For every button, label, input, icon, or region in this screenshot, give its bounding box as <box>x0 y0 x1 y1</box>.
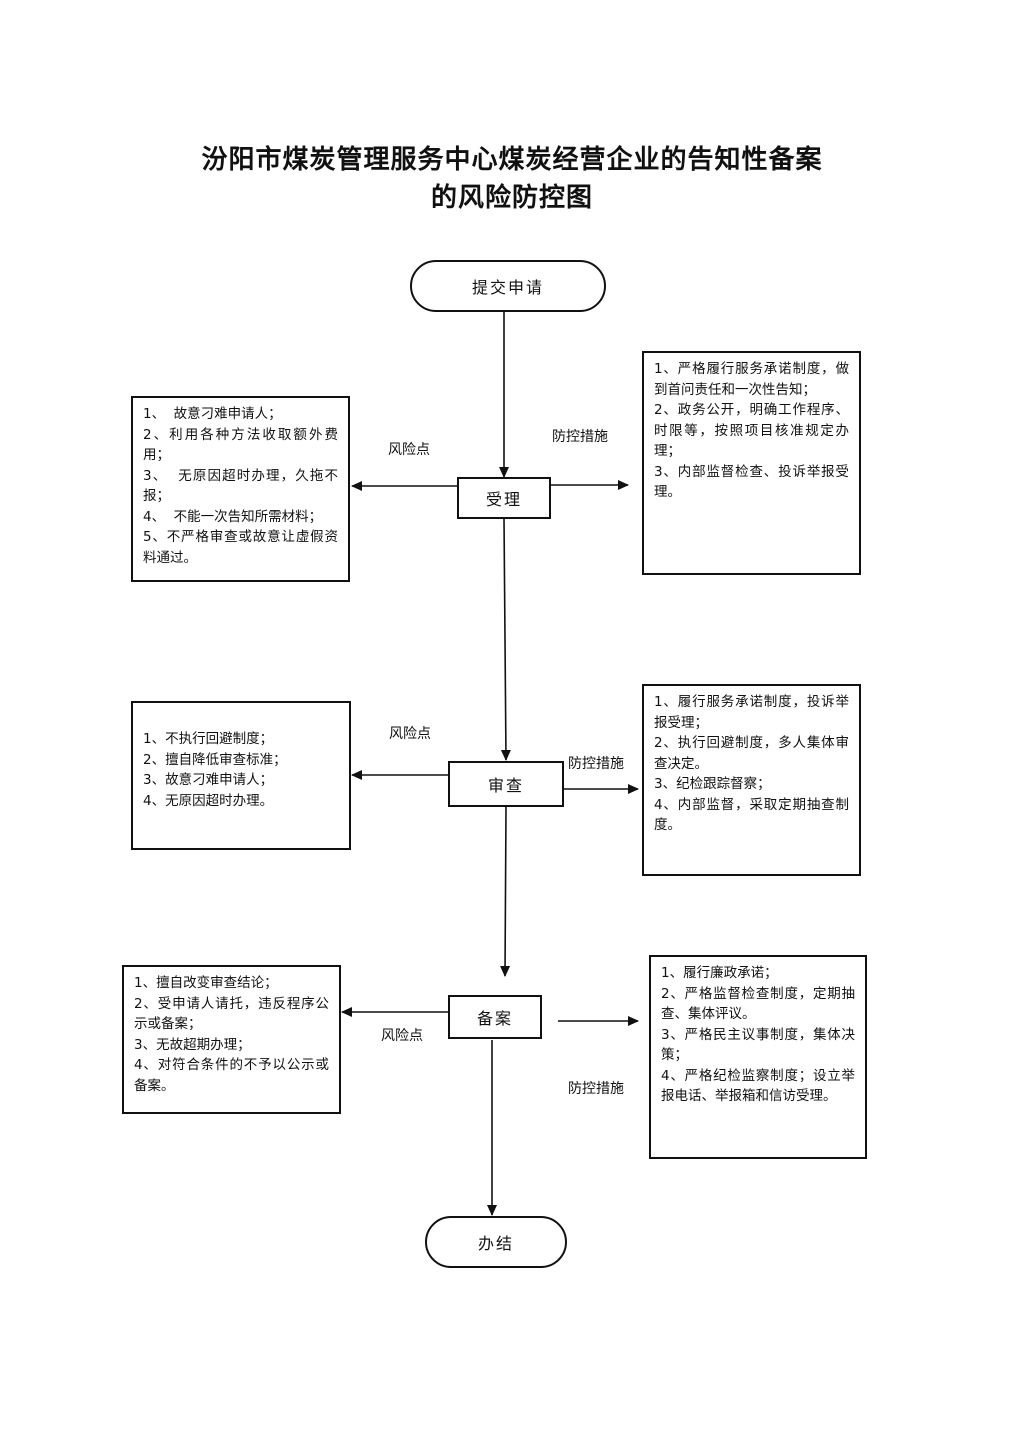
record-risk-item: 3、无故超期办理； <box>134 1036 251 1053</box>
review-control-item: 1、履行服务承诺制度，投诉举报受理； <box>654 694 849 731</box>
finish-node-label: 办结 <box>477 1234 514 1253</box>
review-risk-label: 风险点 <box>389 726 431 742</box>
review-risk-item: 4、无原因超时办理。 <box>143 792 274 809</box>
accept-risk-item: 3、 无原因超时办理，久拖不报； <box>143 467 338 505</box>
accept-node: 受理 <box>457 477 551 519</box>
review-risk-box: 1、不执行回避制度； 2、擅自降低审查标准； 3、故意刁难申请人； 4、无原因超… <box>131 701 351 850</box>
record-node-label: 备案 <box>476 1009 513 1028</box>
record-risk-item: 4、对符合条件的不予以公示或备案。 <box>134 1057 329 1094</box>
accept-control-item: 2、政务公开，明确工作程序、时限等，按照项目核准规定办理； <box>654 402 849 459</box>
accept-control-label: 防控措施 <box>552 429 608 445</box>
record-risk-item: 2、受申请人请托，违反程序公示或备案； <box>134 995 329 1033</box>
record-control-label: 防控措施 <box>568 1081 624 1097</box>
accept-control-item: 3、内部监督检查、投诉举报受理。 <box>654 463 849 501</box>
review-node-label: 审查 <box>487 776 524 795</box>
accept-risk-box: 1、 故意刁难申请人； 2、利用各种方法收取额外费用； 3、 无原因超时办理，久… <box>131 396 350 582</box>
review-control-item: 4、内部监督，采取定期抽查制度。 <box>654 796 849 834</box>
record-node: 备案 <box>448 995 542 1039</box>
finish-node: 办结 <box>425 1216 567 1268</box>
accept-node-label: 受理 <box>485 490 522 509</box>
record-control-item: 3、严格民主议事制度，集体决策； <box>661 1026 855 1064</box>
accept-control-box: 1、严格履行服务承诺制度，做到首问责任和一次性告知； 2、政务公开，明确工作程序… <box>642 351 861 575</box>
review-control-item: 2、执行回避制度，多人集体审查决定。 <box>654 735 849 772</box>
record-control-item: 4、严格纪检监察制度；设立举报电话、举报箱和信访受理。 <box>661 1067 855 1105</box>
record-control-item: 1、履行廉政承诺； <box>661 965 778 981</box>
accept-risk-item: 4、 不能一次告知所需材料； <box>143 508 323 525</box>
page-subtitle: 的风险防控图 <box>430 183 593 213</box>
record-control-item: 2、严格监督检查制度，定期抽查、集体评议。 <box>661 985 855 1023</box>
review-control-item: 3、纪检跟踪督察； <box>654 776 771 792</box>
start-node: 提交申请 <box>410 260 606 312</box>
review-risk-item: 3、故意刁难申请人； <box>143 772 274 788</box>
arrow-review-to-record <box>500 806 511 977</box>
accept-control-item: 1、严格履行服务承诺制度，做到首问责任和一次性告知； <box>654 361 849 398</box>
accept-risk-item: 5、不严格审查或故意让虚假资料通过。 <box>143 529 338 566</box>
arrow-accept-to-review <box>500 517 511 761</box>
start-node-label: 提交申请 <box>471 278 544 297</box>
accept-risk-item: 2、利用各种方法收取额外费用； <box>143 426 338 464</box>
accept-risk-label: 风险点 <box>388 442 430 458</box>
record-control-box: 1、履行廉政承诺； 2、严格监督检查制度，定期抽查、集体评议。 3、严格民主议事… <box>649 955 867 1159</box>
review-node: 审查 <box>448 761 564 807</box>
review-control-box: 1、履行服务承诺制度，投诉举报受理； 2、执行回避制度，多人集体审查决定。 3、… <box>642 684 861 876</box>
accept-risk-item: 1、 故意刁难申请人； <box>143 406 282 422</box>
review-risk-item: 2、擅自降低审查标准； <box>143 751 287 768</box>
review-risk-item: 1、不执行回避制度； <box>143 731 274 747</box>
record-risk-label: 风险点 <box>381 1028 423 1044</box>
page-title: 汾阳市煤炭管理服务中心煤炭经营企业的告知性备案 <box>201 145 823 175</box>
record-risk-item: 1、擅自改变审查结论； <box>134 975 278 991</box>
review-control-label: 防控措施 <box>568 756 624 772</box>
record-risk-box: 1、擅自改变审查结论； 2、受申请人请托，违反程序公示或备案； 3、无故超期办理… <box>122 965 341 1114</box>
